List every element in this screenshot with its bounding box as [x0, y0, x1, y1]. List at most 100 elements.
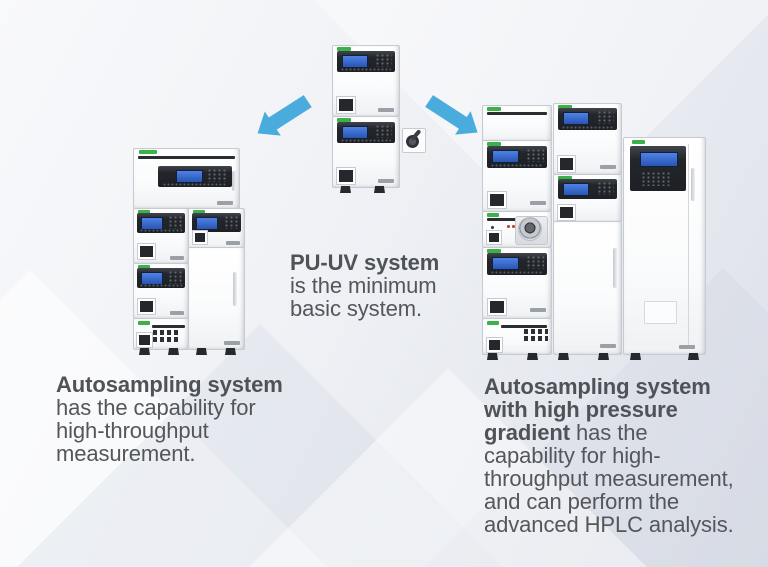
keypad-buttons — [375, 125, 393, 138]
vent-grille — [138, 156, 235, 159]
lcd-screen — [491, 257, 519, 270]
keypad-buttons — [597, 111, 615, 124]
lcd-screen — [195, 217, 219, 230]
module-tag — [217, 201, 233, 205]
module-tag — [170, 311, 184, 315]
uv-detector-module — [332, 45, 400, 117]
function-key-row — [140, 229, 182, 232]
uv-detector-module — [553, 103, 622, 175]
column-oven-cabinet — [188, 247, 245, 350]
model-label-chip — [487, 107, 501, 111]
model-label-chip — [138, 210, 150, 214]
solvent-module — [482, 105, 552, 142]
instrument-foot — [225, 348, 236, 355]
caption-title: Autosampling system with high pressure g… — [484, 374, 711, 445]
control-panel — [137, 268, 185, 288]
leak-sensor-box — [337, 168, 355, 184]
lcd-screen — [491, 150, 519, 163]
gradient-caption: Autosampling system with high pressure g… — [484, 375, 736, 536]
leak-sensor-box — [487, 231, 501, 244]
pump-module — [332, 116, 400, 188]
function-key-row — [341, 68, 391, 71]
door-handle — [691, 168, 695, 201]
leak-sensor-box — [138, 299, 155, 314]
keypad-buttons — [375, 54, 393, 67]
module-tag — [378, 179, 394, 183]
pu-uv-caption: PU-UV system is the minimum basic system… — [290, 251, 458, 320]
leak-sensor-box — [137, 333, 152, 347]
instrument-foot — [196, 348, 207, 355]
instrument-foot — [598, 353, 609, 360]
function-key-row — [491, 271, 543, 274]
function-key-row — [163, 183, 227, 186]
pump-module — [133, 263, 189, 319]
control-panel — [337, 51, 395, 72]
detector-tower-cabinet — [623, 137, 706, 355]
sampler-key-row — [153, 337, 181, 342]
leak-sensor-box — [488, 192, 506, 208]
leak-sensor-box — [558, 156, 575, 172]
instrument-foot — [487, 353, 498, 360]
control-panel — [137, 213, 185, 233]
indicator-dot — [491, 226, 494, 229]
keypad-buttons — [597, 182, 615, 195]
autosampler-module — [482, 318, 552, 355]
uv-detector-module — [553, 174, 622, 223]
control-panel — [337, 122, 395, 143]
instrument-foot — [340, 186, 351, 193]
keypad-buttons — [527, 149, 544, 162]
lcd-screen — [562, 112, 590, 125]
model-label-chip — [139, 150, 157, 154]
gradient-mixer-module — [482, 211, 552, 248]
control-panel — [158, 166, 232, 187]
leak-sensor-box — [138, 244, 155, 259]
instrument-foot — [558, 353, 569, 360]
instrument-foot — [168, 348, 179, 355]
model-label-chip — [337, 47, 351, 51]
lcd-screen — [640, 152, 678, 167]
model-label-chip — [632, 140, 645, 144]
vent-grille — [152, 325, 185, 328]
indicator-dot — [507, 225, 510, 228]
model-label-chip — [487, 321, 499, 325]
door-seam — [688, 144, 689, 346]
module-tag — [679, 345, 695, 349]
mixer-head-dial — [519, 218, 541, 240]
vent-grille — [501, 325, 547, 328]
instrument-foot — [527, 353, 538, 360]
module-tag — [600, 344, 616, 348]
model-label-chip — [487, 142, 501, 146]
system-controller-module — [133, 148, 240, 209]
injector-valve — [402, 128, 426, 153]
control-panel — [558, 108, 617, 130]
indicator-dot — [512, 225, 515, 228]
model-label-chip — [138, 265, 150, 269]
pump-module — [133, 208, 189, 264]
arrow-down-left-icon — [257, 95, 312, 136]
sampler-key-row — [153, 330, 181, 335]
leak-sensor-box — [193, 231, 207, 244]
door-handle — [613, 248, 617, 288]
caption-body: has the capability for high-throughput m… — [484, 420, 734, 537]
caption-title: PU-UV system — [290, 250, 440, 275]
instrument-foot — [139, 348, 150, 355]
function-key-row — [341, 139, 391, 142]
column-oven-cabinet — [553, 221, 622, 355]
leak-sensor-box — [488, 299, 506, 315]
sampler-key-row — [524, 336, 548, 341]
autosampling-system-illustration — [131, 146, 245, 356]
keypad-buttons — [169, 271, 183, 284]
caption-body: is the minimum basic system. — [290, 273, 437, 321]
keypad-buttons — [207, 169, 229, 182]
caption-title: Autosampling system — [56, 372, 283, 397]
function-key-row — [562, 126, 613, 129]
lcd-screen — [562, 183, 590, 196]
leak-sensor-box — [558, 205, 575, 220]
pump-module — [482, 247, 552, 319]
module-tag — [224, 341, 240, 345]
keypad-buttons — [527, 256, 544, 269]
leak-sensor-box — [487, 338, 502, 352]
keypad-buttons — [224, 216, 239, 229]
leak-sensor-box — [337, 97, 355, 113]
